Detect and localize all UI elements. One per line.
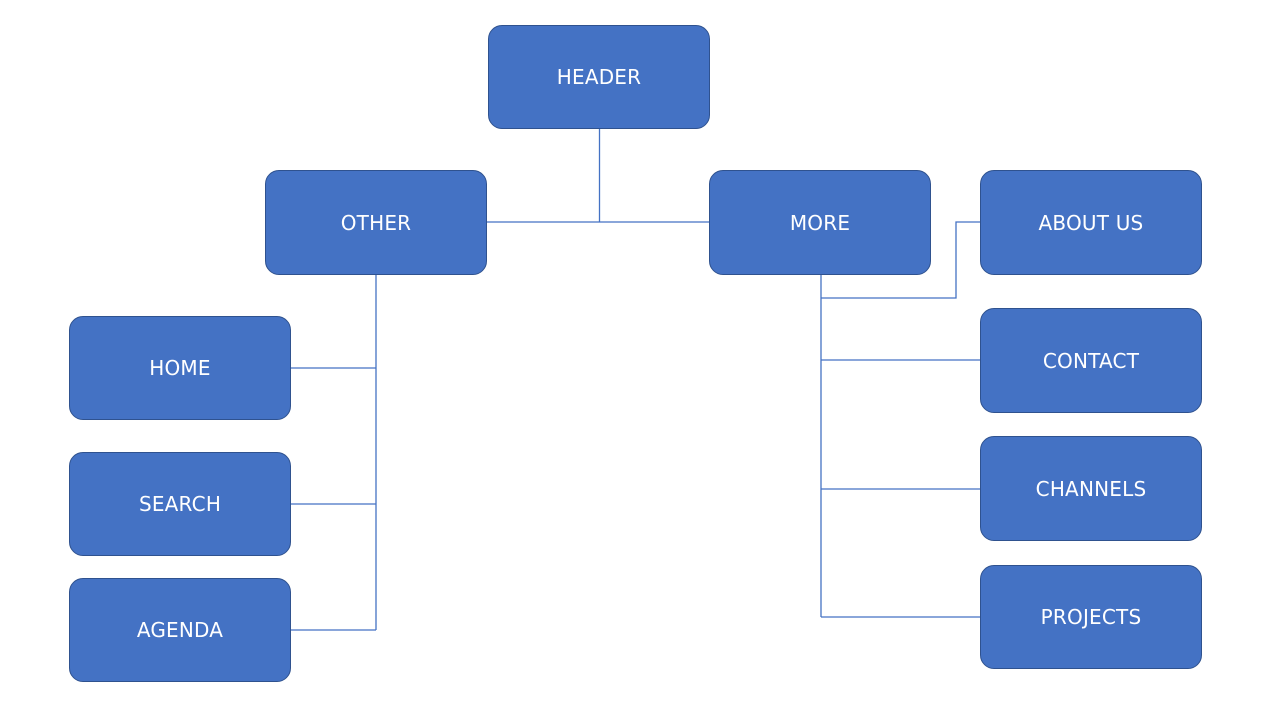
node-about-us: ABOUT US xyxy=(980,170,1202,275)
node-header-label: HEADER xyxy=(556,65,642,89)
node-header: HEADER xyxy=(488,25,710,129)
connector-about-us xyxy=(821,221,980,299)
node-other-label: OTHER xyxy=(340,210,412,235)
node-projects-label: PROJECTS xyxy=(1040,605,1142,629)
node-contact-label: CONTACT xyxy=(1042,348,1140,373)
node-projects: PROJECTS xyxy=(980,565,1202,669)
node-search-label: SEARCH xyxy=(138,492,222,516)
node-agenda: AGENDA xyxy=(69,578,291,682)
node-agenda-label: AGENDA xyxy=(136,618,224,642)
node-about-us-label: ABOUT US xyxy=(1038,210,1144,235)
node-more: MORE xyxy=(709,170,931,275)
node-more-label: MORE xyxy=(789,210,851,235)
node-home-label: HOME xyxy=(149,356,211,380)
node-search: SEARCH xyxy=(69,452,291,556)
node-channels: CHANNELS xyxy=(980,436,1202,541)
node-home: HOME xyxy=(69,316,291,420)
node-contact: CONTACT xyxy=(980,308,1202,413)
node-other: OTHER xyxy=(265,170,487,275)
node-channels-label: CHANNELS xyxy=(1035,476,1147,501)
